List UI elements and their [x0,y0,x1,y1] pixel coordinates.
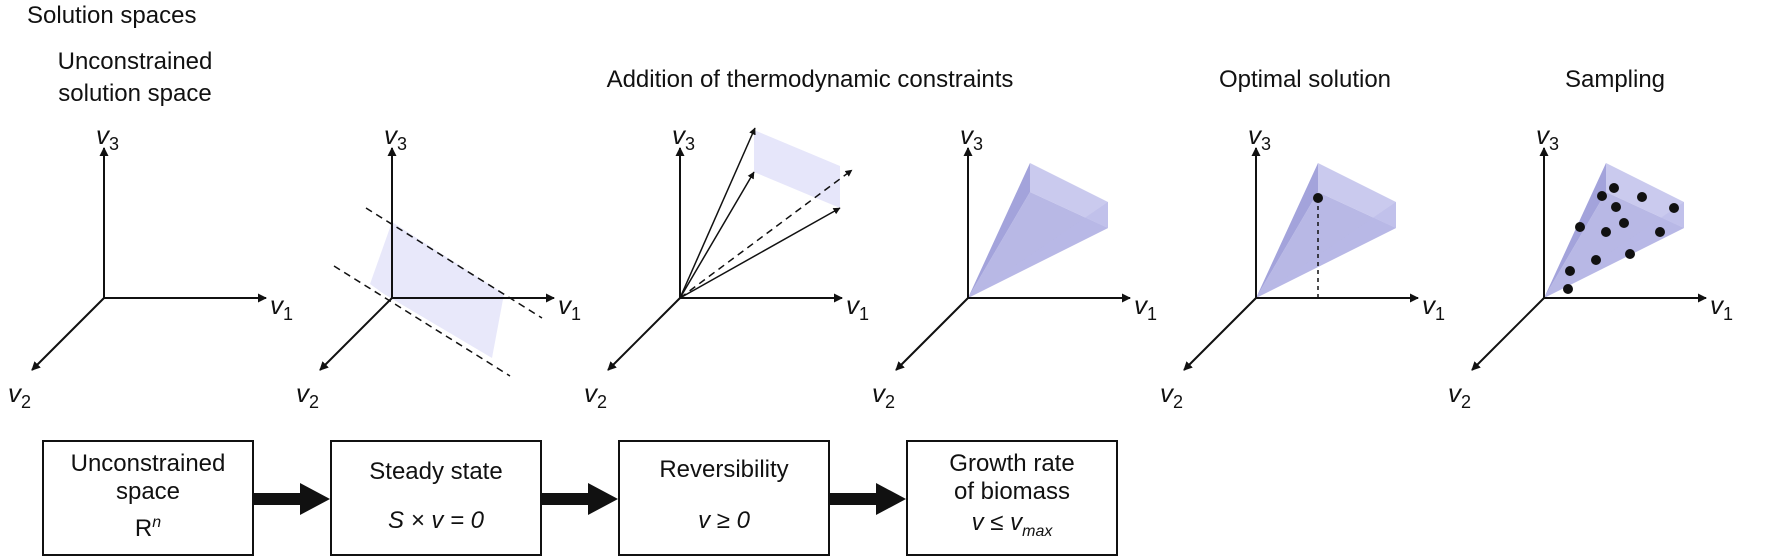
sample-point [1625,249,1635,259]
cone-top-face [1318,163,1396,228]
page-title: Solution spaces [27,2,197,29]
box-steady-state-line1: Steady state [369,458,503,485]
steady-state-plane [370,222,504,358]
panel-title-sampling: Sampling [1564,66,1666,93]
box-growth-rate-formula: v ≤ vmax [971,509,1053,540]
cone-left-face [1544,163,1606,298]
axis-label-v2: v2 [872,378,895,412]
axis-label-v3: v3 [1248,120,1271,154]
constraint-vector [679,127,756,299]
axis-label-v3: v3 [384,120,407,154]
sample-point [1563,284,1573,294]
box-reversibility: Reversibility v ≥ 0 [618,440,830,556]
axis-label-v1: v1 [1134,290,1157,324]
axis-label-v2: v2 [296,378,319,412]
dashed-boundary-line [333,265,511,377]
cone-left-face [1256,163,1318,298]
cone-top-face [1030,163,1108,228]
axis-label-v2: v2 [1160,378,1183,412]
sample-point [1597,191,1607,201]
box-reversibility-formula: v ≥ 0 [698,507,750,534]
axis-v2 [607,297,681,371]
axis-label-v3: v3 [96,120,119,154]
sample-point [1669,203,1679,213]
constraint-vector-dashed [679,169,853,299]
box-arrow-1 [254,483,330,515]
axis-label-v2: v2 [8,378,31,412]
box-unconstrained-line1: Unconstrained [70,450,226,477]
axis-label-v1: v1 [1710,290,1733,324]
cone-front-face [1256,192,1396,298]
sample-point [1619,218,1629,228]
optimal-point [1313,193,1323,203]
cone-front-face [1544,192,1684,298]
axes-panel-2: v3 v1 v2 [296,120,581,412]
box-growth-rate-line1: Growth rate [949,450,1075,477]
box-arrow-2 [542,483,618,515]
box-reversibility-line1: Reversibility [659,456,789,483]
cone-right-face [968,202,1108,298]
box-steady-state-formula: S × v = 0 [387,507,485,534]
cone-right-face [1544,202,1684,298]
constraint-vector [679,207,841,299]
axis-v2 [31,297,105,371]
box-unconstrained-space: Unconstrained space Rn [42,440,254,556]
reversibility-plane [754,130,840,208]
axis-label-v1: v1 [1422,290,1445,324]
axis-label-v1: v1 [846,290,869,324]
box-growth-rate-line2: of biomass [953,478,1071,505]
sample-point [1565,266,1575,276]
box-unconstrained-line2: space [115,478,181,505]
axis-label-v3: v3 [1536,120,1559,154]
box-growth-rate: Growth rate of biomass v ≤ vmax [906,440,1118,556]
sample-point [1611,202,1621,212]
box-steady-state: Steady state S × v = 0 [330,440,542,556]
axis-label-v2: v2 [584,378,607,412]
panel-title-optimal: Optimal solution [1218,66,1392,93]
dashed-boundary-line [365,207,543,319]
axes-panel-6: v3 v1 v2 [1448,120,1733,412]
axis-v2 [319,297,393,371]
axis-v2 [1471,297,1545,371]
axes-panel-1: v3 v1 v2 [8,120,293,412]
sample-point [1637,192,1647,202]
panel-title-unconstrained: Unconstrained solution space [57,48,213,107]
axes-panel-5: v3 v1 v2 [1160,120,1445,412]
cone-front-face [968,192,1108,298]
sample-point [1655,227,1665,237]
constraint-vector [679,171,755,299]
axis-label-v3: v3 [960,120,983,154]
box-arrow-3 [830,483,906,515]
sample-point [1575,222,1585,232]
box-unconstrained-formula: Rn [134,514,162,542]
cone-left-face [968,163,1030,298]
axes-panel-3: v3 v1 v2 [584,120,869,412]
sample-point [1609,183,1619,193]
solution-space-diagram: v3 v1 v2 v3 v1 v2 v3 v1 v2 v3 v1 v2 v3 v1 v2 v3 v1 v2 [8,120,1733,412]
axis-label-v2: v2 [1448,378,1471,412]
axes-panel-4: v3 v1 v2 [872,120,1157,412]
panel-title-thermodynamic: Addition of thermodynamic constraints [606,66,1014,93]
axis-label-v1: v1 [270,290,293,324]
axis-label-v1: v1 [558,290,581,324]
cone-right-face [1256,202,1396,298]
axis-v2 [1183,297,1257,371]
axis-label-v3: v3 [672,120,695,154]
sample-point [1591,255,1601,265]
axis-v2 [895,297,969,371]
sample-point [1601,227,1611,237]
